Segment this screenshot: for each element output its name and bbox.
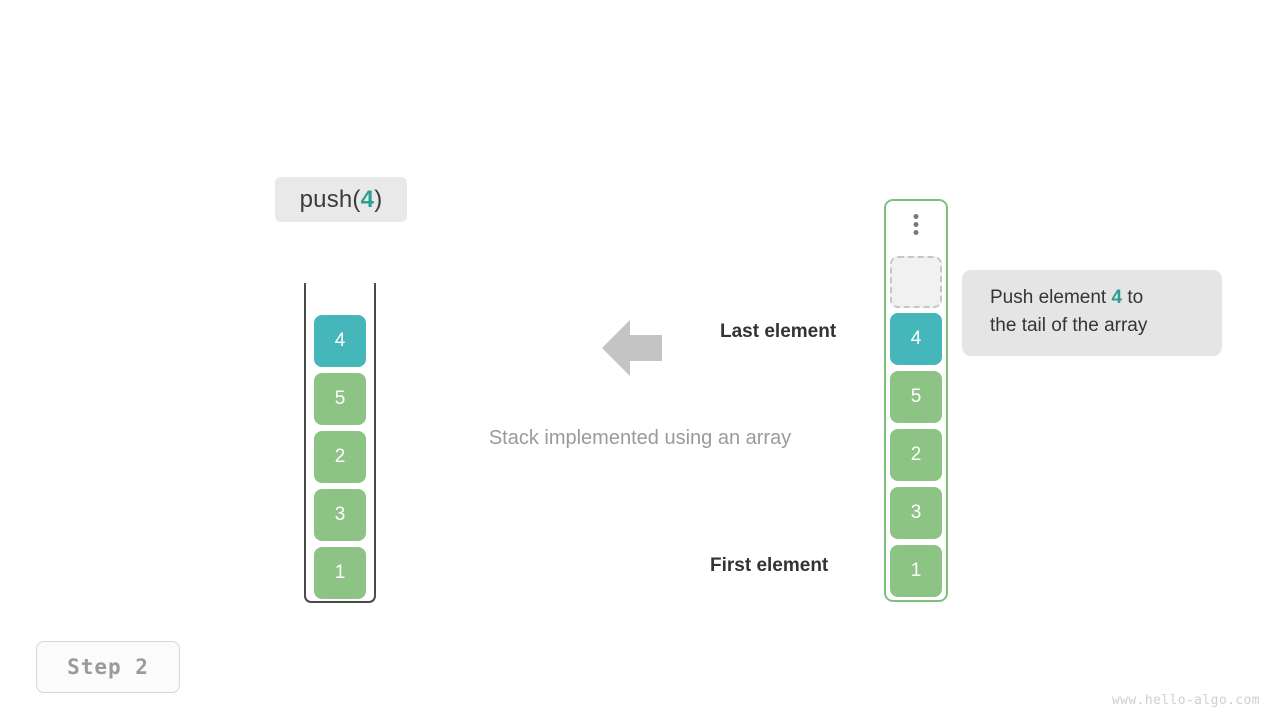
first-element-label: First element	[710, 555, 829, 576]
stack-cell-value: 4	[334, 330, 346, 351]
stack-frame	[304, 283, 376, 603]
array-cell-value: 1	[910, 560, 922, 581]
array-cell: 5	[890, 371, 942, 423]
callout-box: Push element 4 to the tail of the array	[962, 270, 1222, 356]
stack-item-list: 4 5 2 3 1	[304, 283, 376, 603]
callout-text-before: Push element	[990, 287, 1112, 308]
array-cell: 1	[890, 545, 942, 597]
last-element-label: Last element	[720, 321, 837, 342]
stack-cell: 1	[314, 547, 366, 599]
operation-paren-close: )	[374, 185, 383, 213]
watermark: www.hello-algo.com	[1111, 693, 1260, 708]
callout-highlight-value: 4	[1111, 287, 1123, 308]
stack-cell-value: 2	[334, 446, 346, 467]
diagram-caption: Stack implemented using an array	[488, 427, 792, 449]
array-container: 4 5 2 3 1	[884, 199, 948, 602]
operation-name: push(	[299, 185, 361, 213]
operation-label: push(4)	[275, 177, 407, 222]
array-cell: 4	[890, 313, 942, 365]
vertical-ellipsis-icon	[913, 214, 919, 235]
step-badge-label: Step 2	[67, 655, 149, 679]
stack-cell: 4	[314, 315, 366, 367]
stack-cell-value: 5	[334, 388, 346, 409]
stack-cell: 2	[314, 431, 366, 483]
callout-text-after: to	[1122, 287, 1144, 308]
stack-cell-value: 3	[334, 504, 346, 525]
step-badge: Step 2	[36, 641, 180, 693]
operation-argument: 4	[360, 185, 375, 213]
array-cell: 3	[890, 487, 942, 539]
array-cell-value: 5	[910, 386, 922, 407]
array-cell-value: 4	[910, 328, 922, 349]
array-cell: 2	[890, 429, 942, 481]
stack-container: 4 5 2 3 1	[304, 283, 376, 603]
array-cell-value: 2	[910, 444, 922, 465]
callout-text-line2: the tail of the array	[990, 315, 1148, 336]
array-empty-slot	[890, 256, 942, 308]
left-arrow-icon	[602, 317, 662, 379]
stack-cell-value: 1	[334, 562, 346, 583]
stack-cell: 3	[314, 489, 366, 541]
array-cell-value: 3	[910, 502, 922, 523]
stack-cell: 5	[314, 373, 366, 425]
